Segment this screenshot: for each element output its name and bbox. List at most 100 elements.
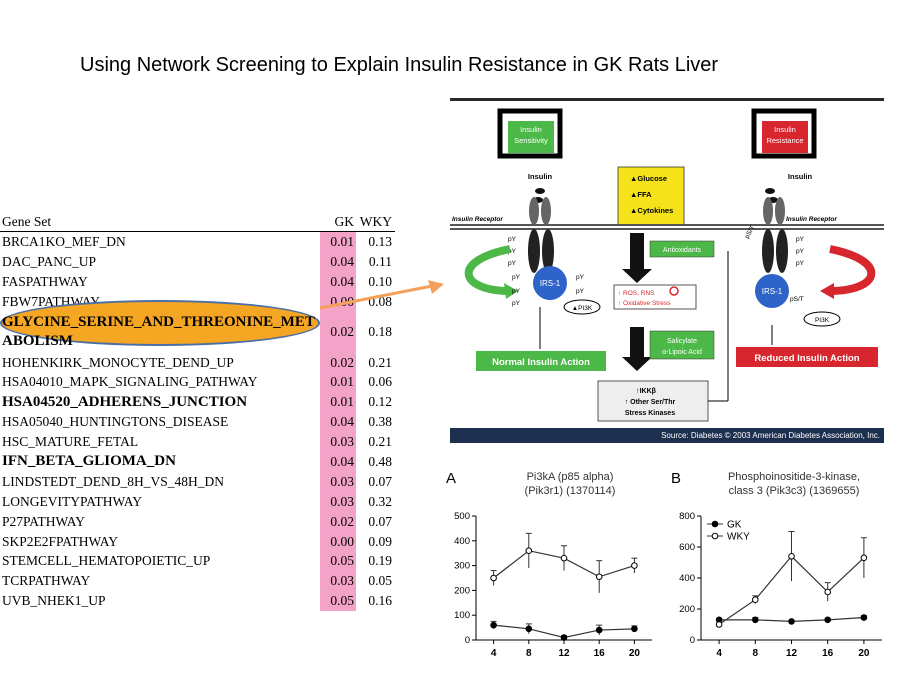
lipoic-label: α-Lipoic Acid (662, 349, 702, 356)
gene-set-name: IFN_BETA_GLIOMA_DN (2, 453, 176, 470)
legend-marker (711, 532, 719, 540)
sensitivity-label-2: Sensitivity (514, 136, 548, 145)
chart-a: A Pi3kA (p85 alpha) (Pik3r1) (1370114) 0… (440, 468, 660, 668)
svg-text:pY: pY (512, 274, 521, 281)
chart-b-title-line2: class 3 (Pik3c3) (1369655) (728, 485, 860, 497)
y-tick-label: 500 (454, 511, 470, 522)
gene-set-name: HSA04010_MAPK_SIGNALING_PATHWAY (2, 374, 258, 390)
ros-label: ↑ ROS, RNS (618, 290, 655, 297)
data-point-wky (824, 588, 831, 596)
resistance-label-1: Insulin (774, 125, 796, 134)
data-point-wky (788, 553, 795, 560)
chart-b-title-line1: Phosphoinositide-3-kinase, (727, 471, 861, 483)
svg-text:pY: pY (508, 248, 517, 255)
wky-value: 0.07 (368, 513, 392, 529)
chart-a-panel-letter: A (446, 470, 457, 487)
wky-value: 0.10 (368, 273, 392, 289)
data-point-gk (860, 614, 868, 621)
wky-value: 0.16 (368, 593, 392, 609)
data-point-wky (560, 554, 568, 562)
x-tick-label: 20 (629, 648, 641, 659)
y-tick-label: 400 (679, 573, 695, 584)
wky-value: 0.21 (368, 434, 392, 450)
wky-value: 0.38 (368, 414, 392, 430)
y-tick-label: 400 (454, 536, 470, 547)
wky-value: 0.19 (368, 553, 392, 569)
svg-text:pY: pY (512, 288, 521, 295)
y-tick-label: 0 (690, 635, 695, 646)
y-tick-label: 600 (679, 542, 695, 553)
svg-text:pY: pY (796, 236, 805, 243)
gk-value: 0.01 (320, 392, 356, 413)
data-point-gk (490, 621, 497, 629)
gene-set-name: FASPATHWAY (2, 273, 88, 289)
y-tick-label: 800 (679, 511, 695, 522)
svg-text:pY: pY (796, 248, 805, 255)
gene-set-name: TCRPATHWAY (2, 573, 91, 589)
data-point-gk (560, 634, 568, 641)
ffa-label: ▲FFA (630, 190, 652, 199)
gene-set-name: HSA05040_HUNTINGTONS_DISEASE (2, 414, 229, 430)
header-wky: WKY (359, 214, 392, 229)
x-tick-label: 12 (786, 648, 798, 659)
wky-value: 0.06 (368, 374, 392, 390)
data-point-gk (525, 625, 533, 633)
slide-title: Using Network Screening to Explain Insul… (80, 54, 719, 76)
resistance-label-2: Resistance (766, 136, 803, 145)
data-point-gk (788, 618, 795, 625)
x-tick-label: 20 (858, 648, 870, 659)
diagram-source: Source: Diabetes © 2003 American Diabete… (450, 428, 884, 443)
gk-value: 0.04 (320, 271, 356, 292)
y-tick-label: 200 (679, 604, 695, 615)
gk-value: 0.03 (320, 471, 356, 492)
chart-a-title-line1: Pi3kA (p85 alpha) (526, 471, 614, 483)
x-tick-label: 12 (558, 648, 570, 659)
salicylate-label: Salicylate (667, 338, 697, 345)
irs1-right-label: IRS-1 (762, 287, 783, 296)
gk-value: 0.02 (320, 511, 356, 532)
normal-action-label: Normal Insulin Action (492, 357, 590, 368)
insulin-left-label: Insulin (528, 172, 553, 181)
legend-marker (711, 520, 719, 528)
x-tick-label: 4 (491, 648, 497, 659)
cytokines-label: ▲Cytokines (630, 206, 673, 215)
data-point-wky (490, 574, 497, 582)
data-point-wky (715, 621, 723, 628)
pi3k-right-label: PI3K (815, 317, 830, 324)
wky-value: 0.48 (368, 453, 392, 469)
oxidative-stress-label: ↑ Oxidative Stress (618, 300, 671, 307)
wky-value: 0.21 (368, 354, 392, 370)
gene-set-name: LINDSTEDT_DEND_8H_VS_48H_DN (2, 473, 224, 489)
gk-value: 0.05 (320, 551, 356, 572)
svg-text:pY: pY (508, 260, 517, 267)
antioxidants-label: Antioxidants (663, 247, 702, 254)
x-tick-label: 4 (716, 648, 722, 659)
gk-value: 0.02 (320, 352, 356, 373)
gk-value: 0.04 (320, 251, 356, 272)
gk-value: 0.03 (320, 491, 356, 512)
header-gene-set: Gene Set (2, 214, 52, 229)
svg-text:pS/T: pS/T (744, 225, 757, 240)
gene-set-name: BRCA1KO_MEF_DN (2, 233, 126, 249)
gene-set-name: LONGEVITYPATHWAY (2, 493, 143, 509)
gene-set-name: HSA04520_ADHERENS_JUNCTION (2, 393, 248, 410)
gene-set-name: STEMCELL_HEMATOPOIETIC_UP (2, 553, 211, 569)
data-point-gk (631, 625, 638, 633)
table-row: FASPATHWAY 0.04 0.10 (0, 271, 395, 292)
y-tick-label: 200 (454, 585, 470, 596)
sensitivity-label-1: Insulin (520, 125, 542, 134)
gk-value: 0.01 (320, 372, 356, 393)
gene-set-name: HOHENKIRK_MONOCYTE_DEND_UP (2, 354, 234, 370)
table-row: STEMCELL_HEMATOPOIETIC_UP 0.05 0.19 (0, 551, 395, 572)
gene-set-name: HSC_MATURE_FETAL (2, 434, 139, 450)
legend-label: GK (727, 520, 742, 531)
wky-value: 0.11 (368, 253, 392, 269)
